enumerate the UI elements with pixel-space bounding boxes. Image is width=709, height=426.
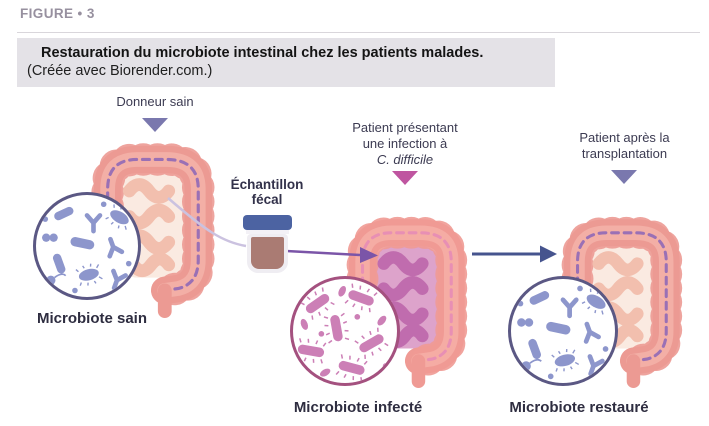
jar-neck (246, 230, 289, 234)
header-divider (17, 32, 700, 33)
caption-credit: (Créée avec Biorender.com.) (27, 63, 213, 80)
infected-microbiota-magnifier (290, 276, 400, 386)
restored-top-label: Patient après la transplantation (552, 130, 697, 162)
donor-bottom-label: Microbiote sain (36, 310, 148, 327)
caption-title: Restauration du microbiote intestinal ch… (41, 45, 484, 61)
healthy-microbiota-magnifier (33, 192, 141, 300)
down-arrow-icon (611, 170, 637, 184)
restored-bottom-label: Microbiote restauré (509, 399, 649, 416)
infected-top-line1: Patient présentant (352, 120, 458, 135)
jar-lid (243, 215, 292, 230)
restored-top-line1: Patient après la (579, 130, 670, 145)
caption-box: Restauration du microbiote intestinal ch… (17, 38, 555, 88)
fecal-sample-jar-icon (243, 215, 292, 273)
restored-microbes-icon (511, 279, 615, 383)
donor-top-label: Donneur sain (116, 94, 194, 109)
jar-content (251, 237, 284, 269)
restored-microbiota-magnifier (508, 276, 618, 386)
infected-top-line2: une infection à (362, 136, 448, 151)
sample-line1: Échantillon (230, 177, 304, 192)
figure-number-label: FIGURE • 3 (20, 6, 95, 21)
restored-top-line2: transplantation (581, 146, 668, 161)
fecal-sample-label: Échantillon fécal (217, 177, 317, 207)
transplant-arrow (472, 245, 557, 263)
c-difficile-name: C. difficile (376, 152, 434, 167)
infected-bottom-label: Microbiote infecté (293, 399, 423, 416)
sample-line2: fécal (251, 192, 283, 207)
infected-top-label: Patient présentant une infection à C. di… (332, 120, 478, 168)
down-arrow-icon (392, 171, 418, 185)
infected-microbes-icon (293, 279, 397, 383)
jar-body (247, 234, 288, 273)
down-arrow-icon (142, 118, 168, 132)
healthy-microbes-icon (36, 195, 138, 297)
